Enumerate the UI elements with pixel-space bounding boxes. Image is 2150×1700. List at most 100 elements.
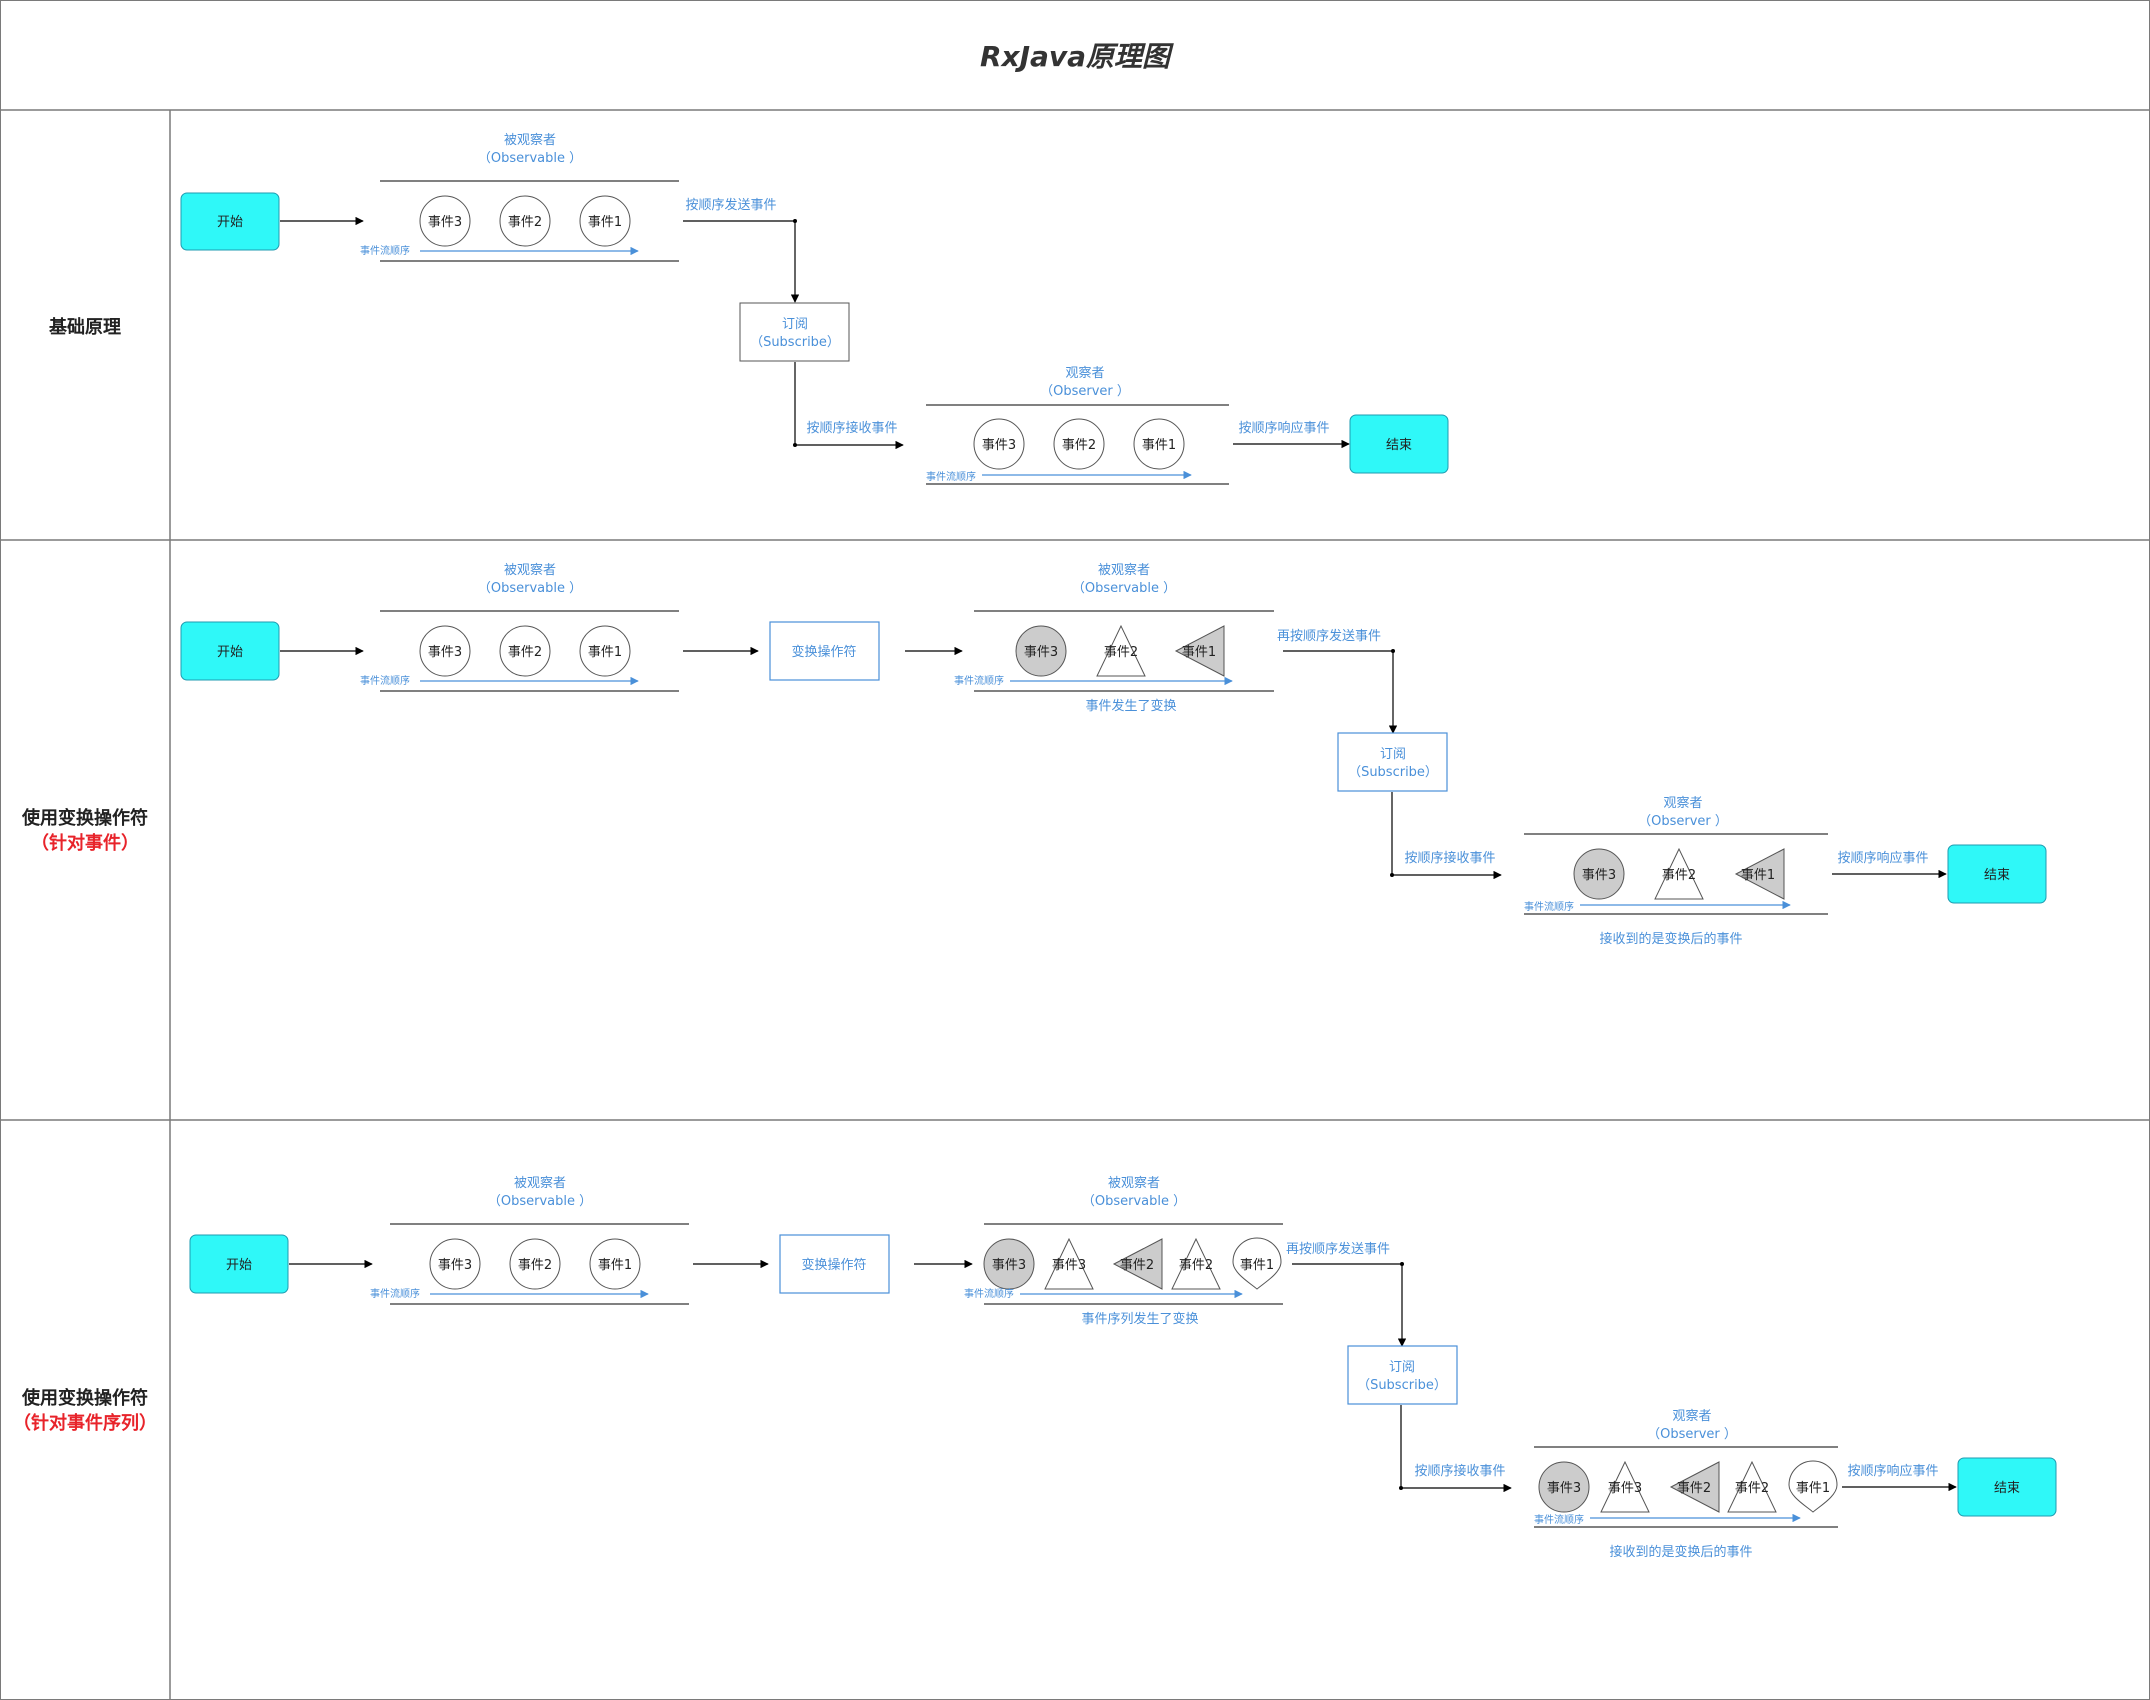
flow-order-label: 事件流顺序 [360,244,410,257]
observer-sub: （Observer ） [1638,814,1728,829]
event2-triangle [1727,1460,1777,1513]
event2-circle [1053,418,1105,470]
event1-triangle-left [1734,848,1785,900]
flow-order-label: 事件流顺序 [360,674,410,687]
event1-label: 事件1 [588,215,622,230]
event2-label: 事件2 [508,215,542,230]
event3-label: 事件3 [1052,1258,1086,1273]
observable-sub: （Observable ） [1072,581,1176,596]
event1-label: 事件1 [588,645,622,660]
observable-title: 被观察者 [504,133,556,148]
respond-in-order-label: 按顺序响应事件 [1837,850,1928,866]
subscribe-node [1337,732,1448,792]
received-transformed-label: 接收到的是变换后的事件 [1609,1544,1752,1560]
transform-operator-label: 变换操作符 [801,1257,866,1273]
observer-sub: （Observer ） [1647,1427,1737,1442]
end-node [1957,1457,2057,1517]
subscribe-sub: （Subscribe） [1357,1378,1447,1393]
resend-in-order-label: 再按顺序发送事件 [1277,628,1381,644]
event2-circle [499,625,551,677]
flow-order-label: 事件流顺序 [370,1287,420,1300]
observer-title: 观察者 [1065,366,1104,381]
observer-title: 观察者 [1672,1409,1711,1424]
row-label-transform-event: 使用变换操作符 [21,807,148,829]
observable-title: 被观察者 [1098,563,1150,578]
start-node [189,1234,289,1294]
event2-triangle [1096,624,1146,677]
event1-label: 事件1 [1796,1481,1830,1496]
event3-circle [973,418,1025,470]
event2-label: 事件2 [1179,1258,1213,1273]
observable-title: 被观察者 [1108,1176,1160,1191]
observable-sub: （Observable ） [488,1194,592,1209]
start-label: 开始 [226,1258,252,1273]
event3-circle [419,625,471,677]
event1-label: 事件1 [1741,868,1775,883]
event3-circle-gray [1573,848,1625,900]
transform-operator-node [769,621,880,681]
event2-triangle-left [1112,1238,1163,1290]
event3-circle [429,1238,481,1290]
event2-label: 事件2 [1662,868,1696,883]
event3-label: 事件3 [1024,645,1058,660]
event2-circle [499,195,551,247]
row-label-basic: 基础原理 [48,316,121,338]
respond-in-order-label: 按顺序响应事件 [1238,420,1329,436]
event3-circle-gray [1538,1461,1590,1513]
event2-label: 事件2 [1104,645,1138,660]
event2-label: 事件2 [1062,438,1096,453]
observer-title: 观察者 [1663,796,1702,811]
sequence-transformed-label: 事件序列发生了变换 [1081,1311,1198,1327]
event3-circle-gray [983,1238,1035,1290]
event2-circle [509,1238,561,1290]
received-transformed-label: 接收到的是变换后的事件 [1599,931,1742,947]
end-label: 结束 [1386,438,1412,453]
subscribe-title: 订阅 [1389,1360,1415,1375]
event1-teardrop [1788,1460,1838,1513]
receive-in-order-label: 按顺序接收事件 [1404,850,1495,866]
event2-label: 事件2 [508,645,542,660]
observable-title: 被观察者 [504,563,556,578]
row-transform-event: 开始 被观察者 （Observable ） 事件3 事件2 事件1 事件流顺序 … [180,563,2047,947]
diagram-title: RxJava原理图 [980,40,1174,73]
receive-in-order-label: 按顺序接收事件 [1414,1463,1505,1479]
event1-label: 事件1 [598,1258,632,1273]
flow-order-label: 事件流顺序 [964,1287,1014,1300]
subscribe-title: 订阅 [1380,747,1406,762]
send-in-order-label: 按顺序发送事件 [685,197,776,213]
event3-circle-gray [1015,625,1067,677]
row-sublabel-transform-sequence: （针对事件序列） [13,1412,157,1434]
subscribe-node [1347,1345,1458,1405]
event3-label: 事件3 [1608,1481,1642,1496]
event2-triangle [1171,1237,1221,1290]
event1-label: 事件1 [1240,1258,1274,1273]
event2-label: 事件2 [518,1258,552,1273]
flow-order-label: 事件流顺序 [954,674,1004,687]
event3-label: 事件3 [428,215,462,230]
respond-in-order-label: 按顺序响应事件 [1847,1463,1938,1479]
event1-circle [1133,418,1185,470]
receive-in-order-label: 按顺序接收事件 [806,420,897,436]
event2-label: 事件2 [1735,1481,1769,1496]
end-label: 结束 [1984,868,2010,883]
row-basic: 开始 被观察者 （Observable ） 事件3 事件2 事件1 事件流顺序 … [180,133,1449,485]
event1-label: 事件1 [1142,438,1176,453]
event1-triangle-left [1174,625,1225,677]
event1-circle [579,195,631,247]
event1-label: 事件1 [1182,645,1216,660]
start-label: 开始 [217,645,243,660]
start-node [180,621,280,681]
observable-sub: （Observable ） [478,151,582,166]
subscribe-sub: （Subscribe） [1348,765,1438,780]
event3-circle [419,195,471,247]
event1-teardrop [1232,1237,1282,1290]
row-label-transform-sequence: 使用变换操作符 [21,1387,148,1409]
event1-circle [579,625,631,677]
start-node [180,192,280,251]
event3-label: 事件3 [982,438,1016,453]
event3-label: 事件3 [428,645,462,660]
transform-operator-label: 变换操作符 [791,644,856,660]
transform-operator-node [779,1234,890,1294]
